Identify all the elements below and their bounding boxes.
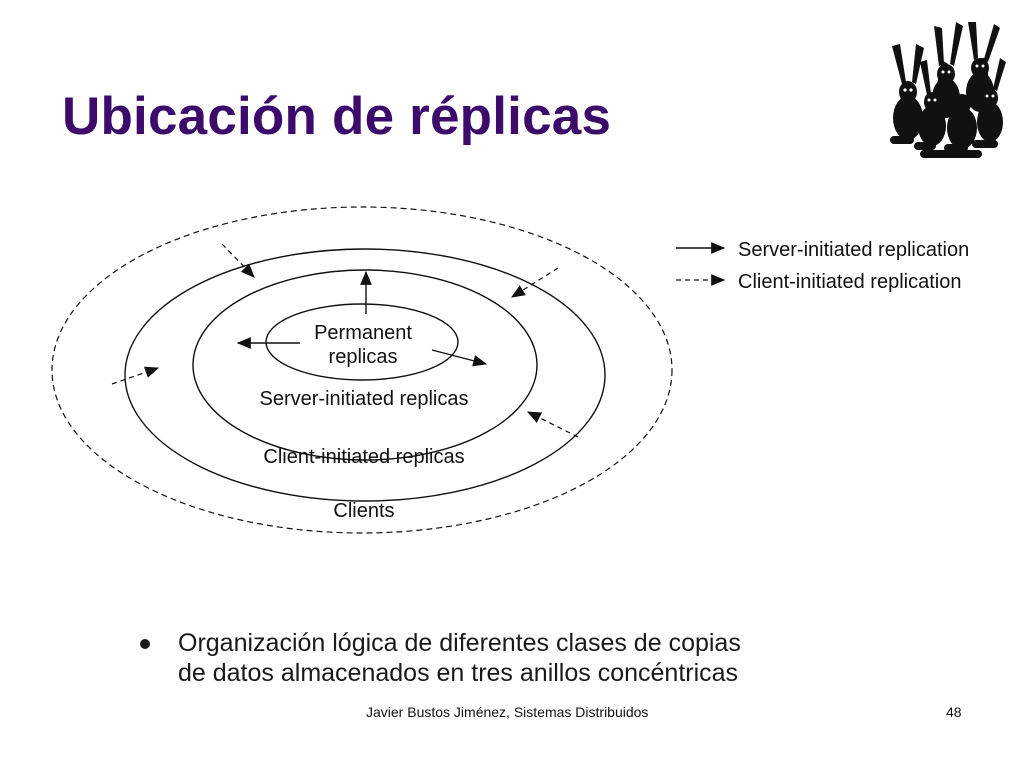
server-initiated-replicas-label: Server-initiated replicas: [260, 388, 469, 410]
client-arrow-top-left: [221, 243, 255, 278]
bullet-item: Organización lógica de diferentes clases…: [138, 628, 898, 688]
legend: Server-initiated replication Client-init…: [676, 239, 969, 293]
page-number: 48: [946, 704, 962, 720]
permanent-replicas-ring: [265, 303, 459, 381]
client-arrow-left: [111, 366, 160, 385]
server-arrow-right: [431, 349, 488, 367]
server-initiated-ring: [192, 269, 538, 461]
client-initiated-ring: [124, 248, 606, 502]
bullet-text-line-1: Organización lógica de diferentes clases…: [178, 629, 741, 657]
legend-server-initiated-label: Server-initiated replication: [738, 239, 969, 261]
slide-title: Ubicación de réplicas: [62, 87, 612, 146]
permanent-replicas-label-line2: replicas: [329, 346, 398, 368]
bullet-list: Organización lógica de diferentes clases…: [138, 628, 898, 688]
footer-author: Javier Bustos Jiménez, Sistemas Distribu…: [366, 704, 649, 720]
bullet-dot-icon: [140, 639, 150, 649]
client-arrow-bottom-right: [526, 411, 579, 438]
rabbits-logo-icon: [890, 22, 1006, 158]
client-initiated-replicas-label: Client-initiated replicas: [263, 446, 464, 468]
outer-dashed-ring: [51, 206, 673, 534]
clients-label: Clients: [333, 500, 394, 522]
bullet-text-line-2: de datos almacenados en tres anillos con…: [178, 659, 739, 687]
permanent-replicas-label-line1: Permanent: [314, 322, 412, 344]
legend-client-initiated-label: Client-initiated replication: [738, 271, 961, 293]
client-arrow-top-right: [511, 267, 559, 298]
